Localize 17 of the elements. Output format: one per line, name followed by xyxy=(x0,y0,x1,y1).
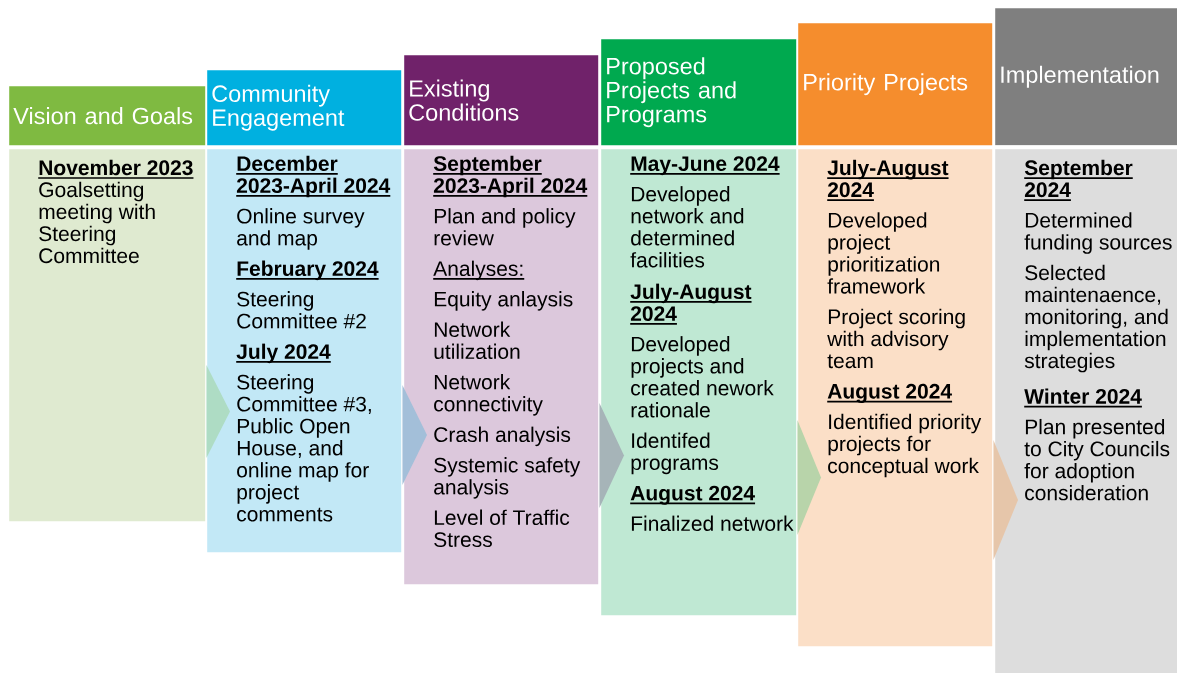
phase-panel: December 2023-April 2024 Online survey and map February 2024 Steering Committee #2 July 2024 Steering Committee #3, Public Open House, and online map for project comments xyxy=(207,149,402,553)
chevron-arrow xyxy=(797,420,821,535)
phase-panel: September 2023-April 2024 Plan and policy review Analyses: Equity anlaysis Network utilization Network connectivity Crash analysis Systemic safety analysis Level of Traffic Stress xyxy=(404,149,599,585)
phase-header: Community Engagement xyxy=(207,70,402,146)
phase-header: Existing Conditions xyxy=(404,55,599,146)
chevron-arrow xyxy=(599,403,624,508)
phase-header: Vision and Goals xyxy=(9,86,206,146)
chevron-arrow xyxy=(402,385,427,485)
phase-panel: November 2023 Goalsetting meeting with Steering Committee xyxy=(9,149,206,522)
phase-panel: September 2024 Determined funding sources Selected maintenaence, monitoring, and implementation strategies Winter 2024 Plan presented to City Councils for adoption consideration xyxy=(995,149,1177,673)
chevron-arrow xyxy=(993,440,1018,560)
phase-header: Proposed Projects and Programs xyxy=(601,39,797,146)
phase-header: Implementation xyxy=(995,8,1177,146)
phase-panel: May-June 2024 Developed network and determined facilities July-August 2024 Developed projects and created nework rationale Identifed programs August 2024 Finalized network xyxy=(601,149,797,616)
chevron-arrow xyxy=(206,365,230,458)
phase-panel: July-August 2024 Developed project prioritization framework Project scoring with advisory team August 2024 Identified priority projects for conceptual work xyxy=(798,149,993,647)
phase-header: Priority Projects xyxy=(798,23,993,146)
